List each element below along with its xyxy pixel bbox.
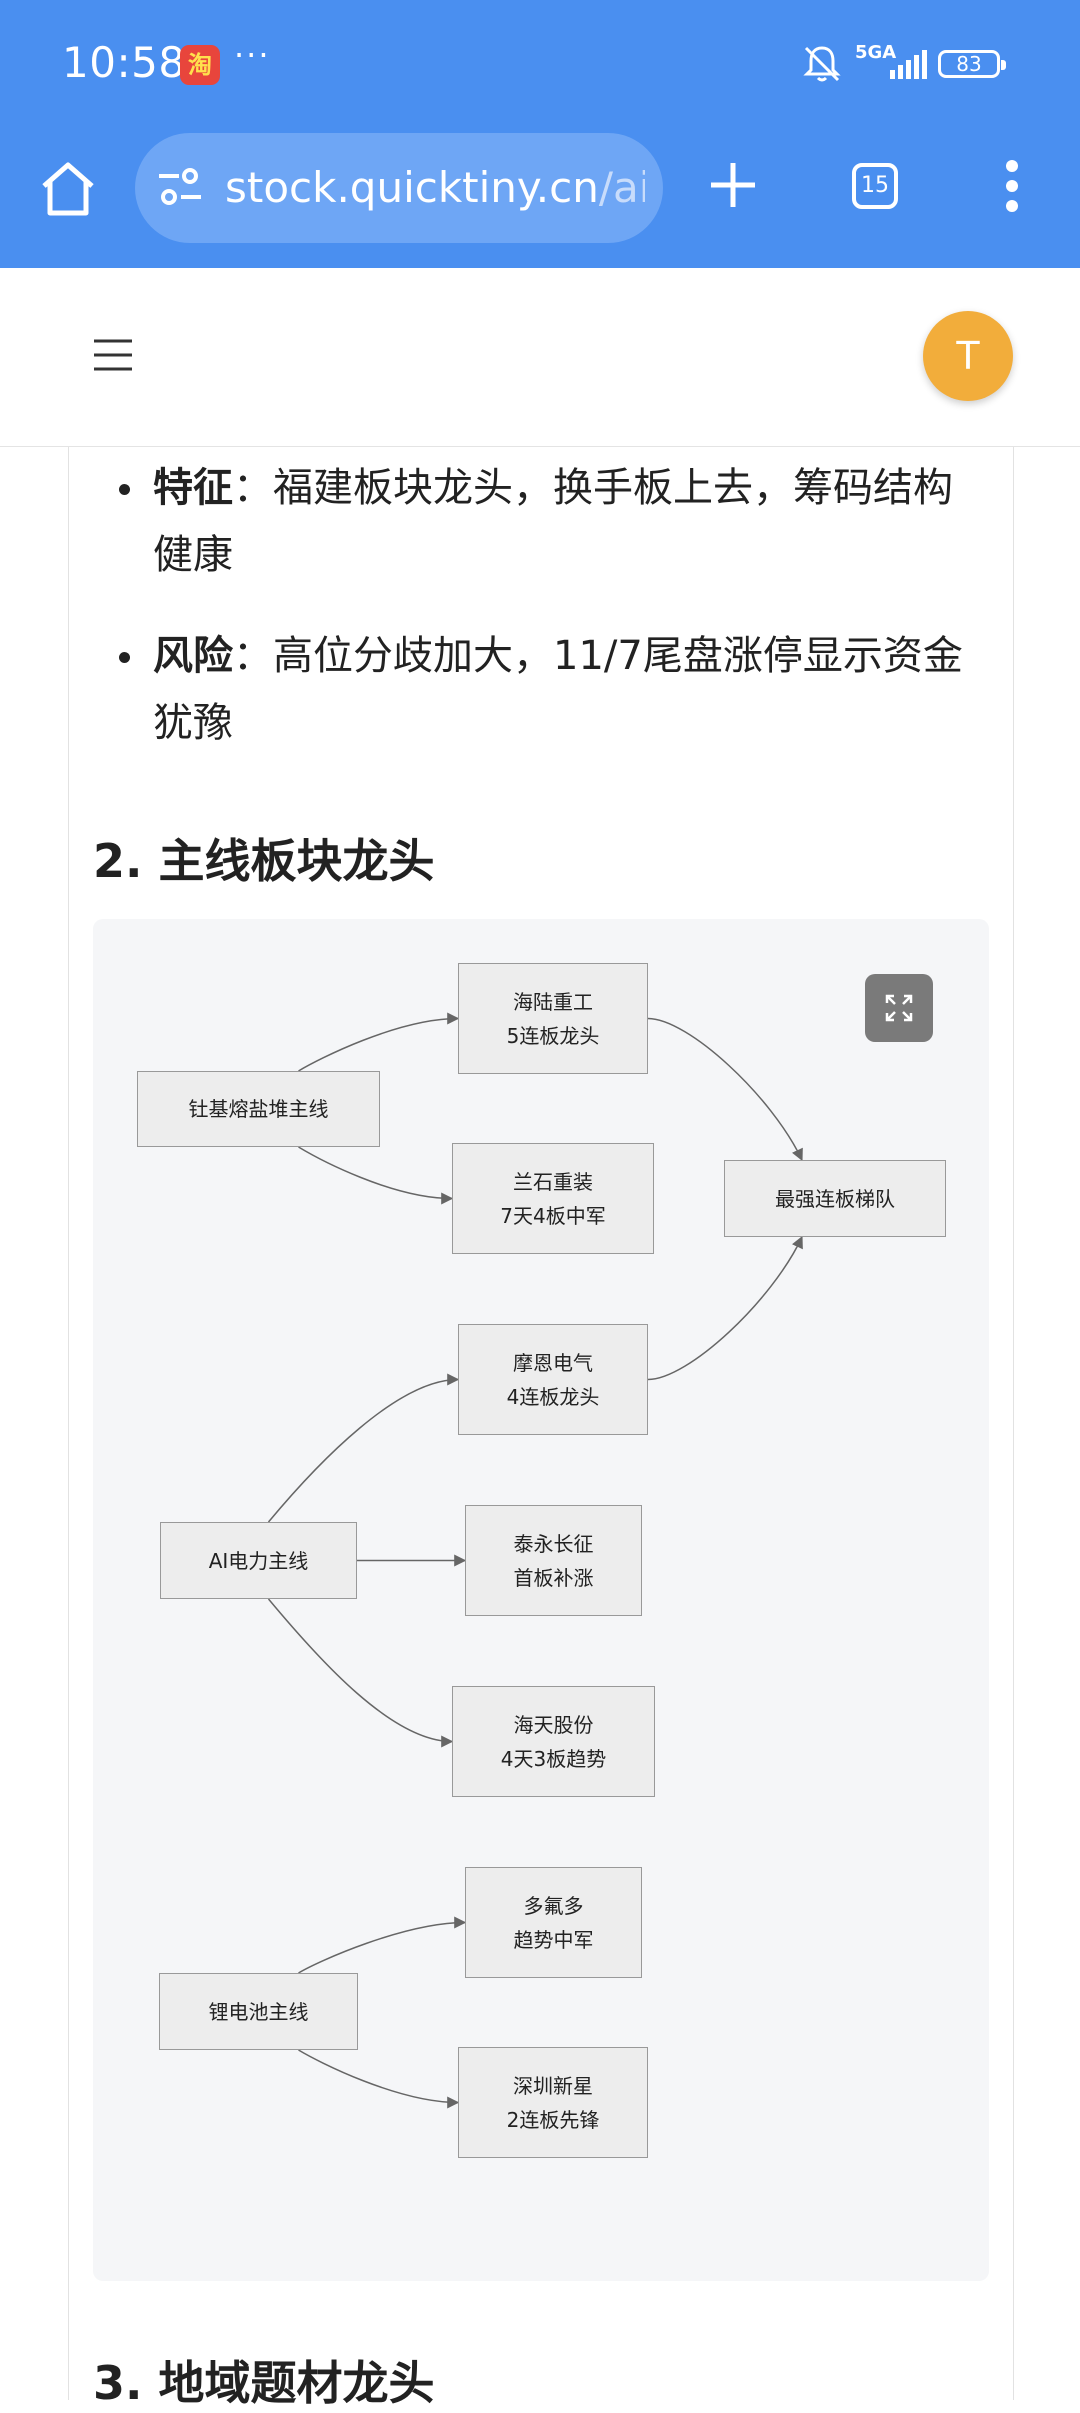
node-line: 5连板龙头: [506, 1023, 600, 1048]
node-lithium-main-line: 锂电池主线: [159, 1973, 358, 2050]
node-line: 摩恩电气: [513, 1350, 593, 1375]
node-haishu: 海陆重工 5连板龙头: [458, 963, 648, 1074]
node-moen: 摩恩电气 4连板龙头: [458, 1324, 648, 1435]
node-line: AI电力主线: [208, 1548, 309, 1573]
site-settings-icon[interactable]: [157, 167, 203, 207]
bullet-label: 风险: [153, 633, 233, 679]
signal-icon: [890, 50, 927, 79]
expand-icon: [885, 994, 913, 1022]
menu-icon[interactable]: [94, 338, 132, 372]
node-line: 4连板龙头: [506, 1384, 600, 1409]
battery-icon: 83: [938, 50, 1006, 78]
fullscreen-button[interactable]: [865, 974, 933, 1042]
taobao-app-icon: 淘: [180, 45, 220, 85]
article-content: 特征：福建板块龙头，换手板上去，筹码结构健康 风险：高位分歧加大，11/7尾盘涨…: [68, 447, 1014, 2410]
flow-diagram: 钍基熔盐堆主线 海陆重工 5连板龙头 兰石重装 7天4板中军 最强连板梯队 摩恩…: [93, 919, 989, 2281]
section-heading: 3. 地域题材龙头: [93, 2356, 435, 2410]
page-header: T: [0, 268, 1080, 447]
edge-lithium-to-shenzhen: [298, 2049, 460, 2109]
network-type: 5GA: [855, 42, 897, 63]
node-line: 兰石重装: [513, 1169, 593, 1194]
node-strongest-board: 最强连板梯队: [724, 1160, 946, 1237]
node-line: 海陆重工: [513, 989, 593, 1014]
new-tab-icon[interactable]: [708, 160, 758, 210]
node-line: 2连板先锋: [506, 2107, 600, 2132]
node-duofuduo: 多氟多 趋势中军: [465, 1867, 642, 1978]
diagram-edges: [267, 1012, 803, 2109]
browser-chrome: 10:58 淘 ··· 5GA 83 stock.quicktiny.cn/ai…: [0, 0, 1080, 268]
url-path: /ai: [598, 163, 645, 212]
edge-ai-to-moen: [267, 1373, 460, 1523]
node-ai-power-main-line: AI电力主线: [160, 1522, 357, 1599]
url-host: stock.quicktiny.cn: [225, 163, 599, 212]
edge-moen-to-strongest: [647, 1235, 803, 1381]
node-line: 泰永长征: [513, 1531, 594, 1556]
edge-ti-to-haishu: [298, 1012, 460, 1072]
bullet-text: 福建板块龙头，换手板上去，筹码结构健康: [153, 465, 953, 578]
edge-ti-to-lanshi: [298, 1146, 454, 1205]
bullet-separator: ：: [233, 633, 273, 679]
bullet-label: 特征: [153, 465, 233, 511]
node-line: 最强连板梯队: [775, 1186, 895, 1211]
bullet-separator: ：: [233, 465, 273, 511]
edge-ai-to-haitian: [267, 1598, 454, 1748]
node-line: 钍基熔盐堆主线: [188, 1097, 329, 1121]
status-time: 10:58: [62, 38, 186, 87]
node-line: 7天4板中军: [500, 1203, 606, 1228]
more-options-icon[interactable]: [1000, 160, 1024, 212]
url-bar[interactable]: stock.quicktiny.cn/ai: [135, 133, 663, 243]
list-item: 特征：福建板块龙头，换手板上去，筹码结构健康: [119, 455, 973, 589]
node-lanshi: 兰石重装 7天4板中军: [452, 1143, 654, 1254]
node-ti-main-line: 钍基熔盐堆主线: [137, 1071, 380, 1147]
node-line: 趋势中军: [513, 1927, 594, 1952]
node-line: 深圳新星: [513, 2073, 593, 2098]
user-avatar[interactable]: T: [923, 311, 1013, 401]
url-text[interactable]: stock.quicktiny.cn/ai: [225, 163, 645, 212]
section-heading: 2. 主线板块龙头: [93, 834, 435, 888]
bell-off-icon: [803, 46, 841, 82]
node-shenzhen: 深圳新星 2连板先锋: [458, 2047, 648, 2158]
node-line: 海天股份: [513, 1712, 594, 1737]
tab-switcher-button[interactable]: 15: [852, 163, 898, 209]
node-line: 多氟多: [523, 1893, 584, 1918]
more-notifications-icon: ···: [234, 36, 271, 74]
list-item: 风险：高位分歧加大，11/7尾盘涨停显示资金犹豫: [119, 623, 973, 757]
node-taiyong: 泰永长征 首板补涨: [465, 1505, 642, 1616]
home-icon[interactable]: [38, 160, 98, 218]
bullet-text: 高位分歧加大，11/7尾盘涨停显示资金犹豫: [153, 633, 963, 746]
edge-lithium-to-duofuduo: [298, 1916, 467, 1974]
edge-haishu-to-strongest: [647, 1017, 803, 1162]
node-line: 首板补涨: [513, 1565, 594, 1590]
node-line: 锂电池主线: [208, 1999, 309, 2024]
node-haitian: 海天股份 4天3板趋势: [452, 1686, 655, 1797]
node-line: 4天3板趋势: [500, 1746, 607, 1771]
